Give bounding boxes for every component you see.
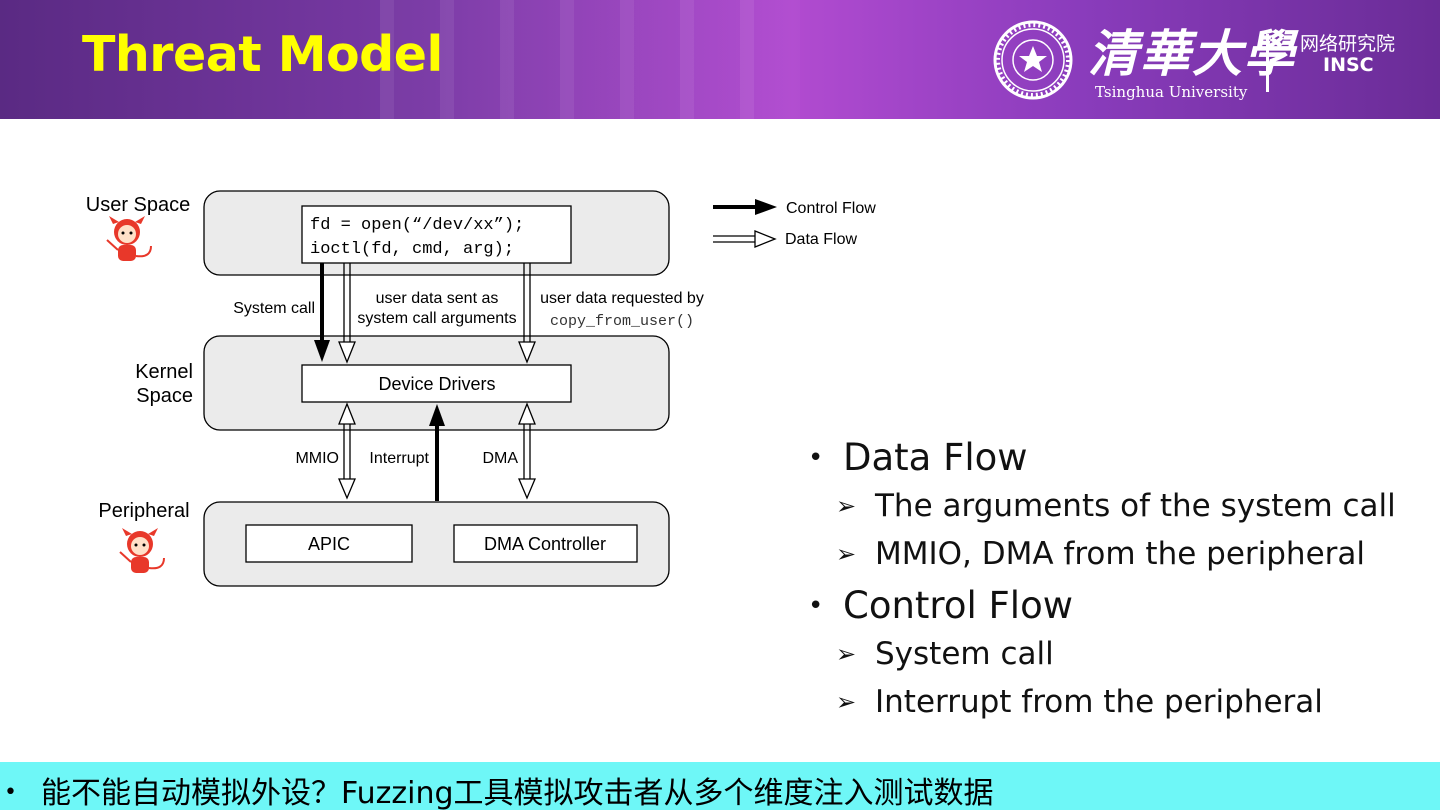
system-call-arrow — [314, 263, 330, 362]
peripheral-box — [203, 501, 670, 587]
sub-bullet: ➢The arguments of the system call — [836, 488, 1396, 524]
arrow-bullet-icon: ➢ — [836, 640, 857, 668]
user-data-args-label-line1: user data sent as — [376, 290, 499, 307]
header-banner: Threat Model 清華大學 Tsinghua University 网络… — [0, 0, 1440, 119]
interrupt-label: Interrupt — [369, 450, 429, 467]
user-data-args-label-line2: system call arguments — [357, 310, 516, 327]
apic-box — [245, 524, 413, 563]
code-line-ioctl: ioctl(fd, cmd, arg); — [310, 240, 514, 259]
sub-bullet: ➢MMIO, DMA from the peripheral — [836, 536, 1366, 572]
footer-note: •能不能自动模拟外设？Fuzzing工具模拟攻击者从多个维度注入测试数据 — [4, 776, 994, 811]
legend-data-flow-label: Data Flow — [785, 231, 857, 248]
tsinghua-logo-en: Tsinghua University — [1095, 83, 1248, 101]
peripheral-label: Peripheral — [98, 500, 189, 522]
system-call-label: System call — [233, 300, 315, 317]
code-line-open: fd = open(“/dev/xx”); — [310, 216, 524, 235]
legend-control-flow-arrow — [713, 199, 777, 215]
mmio-label: MMIO — [295, 450, 339, 467]
device-drivers-label: Device Drivers — [378, 374, 495, 394]
mmio-data-arrow — [338, 402, 356, 500]
interrupt-arrow — [429, 404, 445, 501]
logo-divider — [1266, 34, 1269, 92]
tsinghua-logo-cn: 清華大學 — [1088, 24, 1296, 83]
user-data-requested-label-line2: copy_from_user() — [550, 313, 694, 330]
footer-banner: •能不能自动模拟外设？Fuzzing工具模拟攻击者从多个维度注入测试数据 — [0, 762, 1440, 811]
user-space-label: User Space — [86, 194, 191, 216]
tsinghua-seal-icon — [993, 20, 1073, 100]
bullet-data-flow: •Data Flow — [808, 436, 1028, 479]
sub-bullet: ➢System call — [836, 636, 1054, 672]
dma-label: DMA — [482, 450, 518, 467]
institute-name-cn: 网络研究院 — [1300, 33, 1396, 55]
institute-name-en: INSC — [1323, 54, 1374, 76]
devil-icon — [106, 216, 152, 261]
apic-label: APIC — [308, 534, 350, 554]
user-data-requested-label-line1: user data requested by — [540, 290, 704, 307]
arrow-bullet-icon: ➢ — [836, 492, 857, 520]
devil-icon — [119, 528, 165, 573]
threat-model-diagram: User Space Kernel Space Peripheral fd = … — [86, 190, 876, 587]
sub-bullet: ➢Interrupt from the peripheral — [836, 684, 1323, 720]
header-background-image — [380, 0, 800, 119]
arrow-bullet-icon: ➢ — [836, 688, 857, 716]
legend-data-flow-arrow — [713, 230, 777, 248]
legend-control-flow-label: Control Flow — [786, 200, 876, 217]
dma-controller-label: DMA Controller — [484, 534, 606, 554]
bullet-list: •Data Flow ➢The arguments of the system … — [808, 434, 1428, 730]
code-box — [301, 205, 572, 264]
dma-controller-box — [453, 524, 638, 563]
copy-from-user-data-arrow — [518, 263, 536, 364]
slide-title: Threat Model — [82, 26, 443, 83]
kernel-space-label-line2: Space — [136, 385, 193, 407]
bullet-control-flow: •Control Flow — [808, 584, 1073, 627]
device-drivers-box — [301, 364, 572, 403]
dma-data-arrow — [518, 402, 536, 500]
kernel-space-label-line1: Kernel — [135, 361, 193, 383]
syscall-args-data-arrow — [338, 263, 356, 364]
arrow-bullet-icon: ➢ — [836, 540, 857, 568]
